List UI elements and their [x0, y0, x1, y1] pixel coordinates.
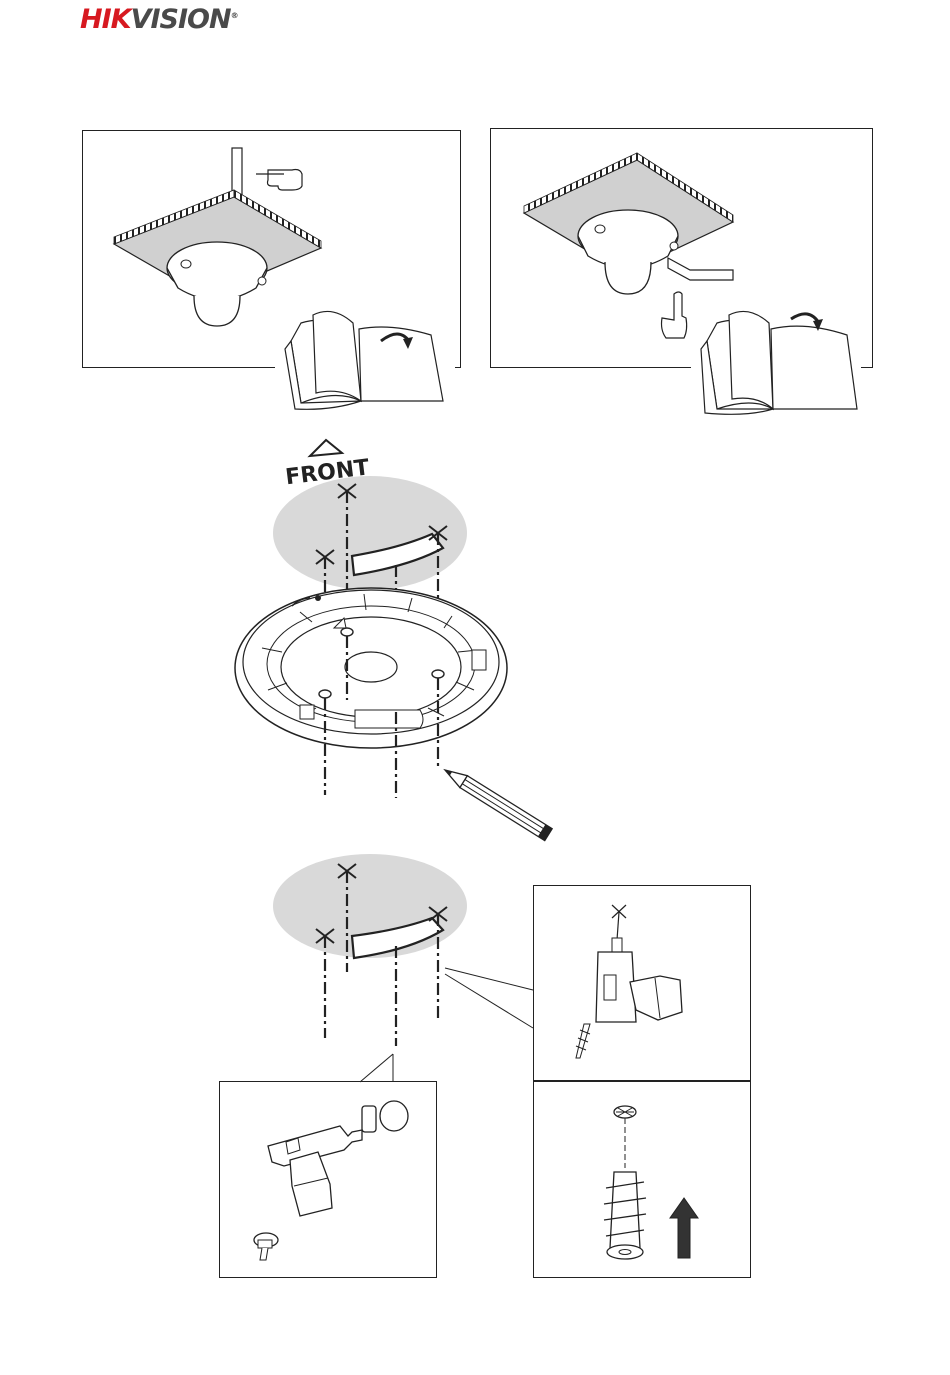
- camera-dome: [194, 296, 240, 326]
- cable-conduit-side: [668, 258, 733, 280]
- mounting-template-step: FRONT: [235, 440, 552, 841]
- raised-finger-icon: [662, 292, 687, 338]
- open-manual-icon-2: [691, 311, 861, 414]
- front-arrow-icon: [310, 440, 342, 456]
- drill-holes-step: [273, 854, 533, 1082]
- drill-hole-saw-icon: [254, 1101, 408, 1260]
- screw-anchor-icon: [604, 1106, 646, 1259]
- pointing-hand-icon: [256, 170, 302, 191]
- ceiling-camera-top-cable: [114, 148, 455, 411]
- drill-icon: [576, 905, 682, 1058]
- open-manual-icon: [275, 311, 455, 411]
- pencil-icon: [441, 764, 552, 841]
- mounting-base-plate: [235, 588, 507, 748]
- up-arrow-icon: [670, 1198, 698, 1258]
- ceiling-camera-side-cable: [524, 153, 861, 414]
